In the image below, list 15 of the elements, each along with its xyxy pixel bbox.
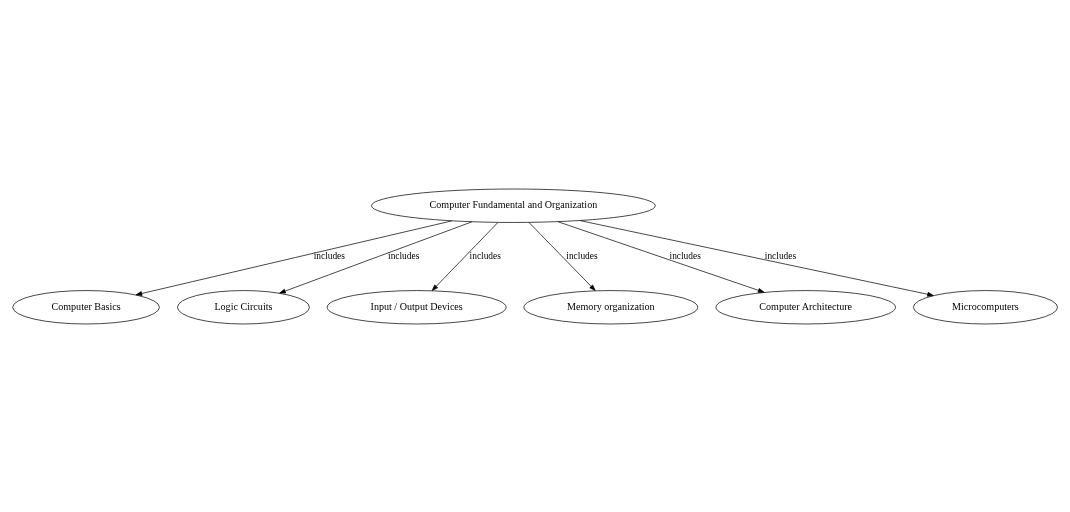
node-ellipse: Input / Output Devices [326,289,507,324]
arrow [135,220,453,296]
arrow [557,220,765,293]
edge-label: includes [313,250,345,261]
edge-label: includes [469,250,501,261]
node-ellipse: Memory organization [523,289,699,324]
edge-label: includes [764,250,797,261]
arrow [528,221,596,291]
arrow [431,221,499,291]
edge-label: includes [566,250,598,261]
edge-label: includes [388,250,420,261]
arrow [279,221,473,293]
node-ellipse: Computer Fundamental and Organization [371,188,656,223]
arrow [579,219,934,297]
edge-label: includes [669,250,701,261]
